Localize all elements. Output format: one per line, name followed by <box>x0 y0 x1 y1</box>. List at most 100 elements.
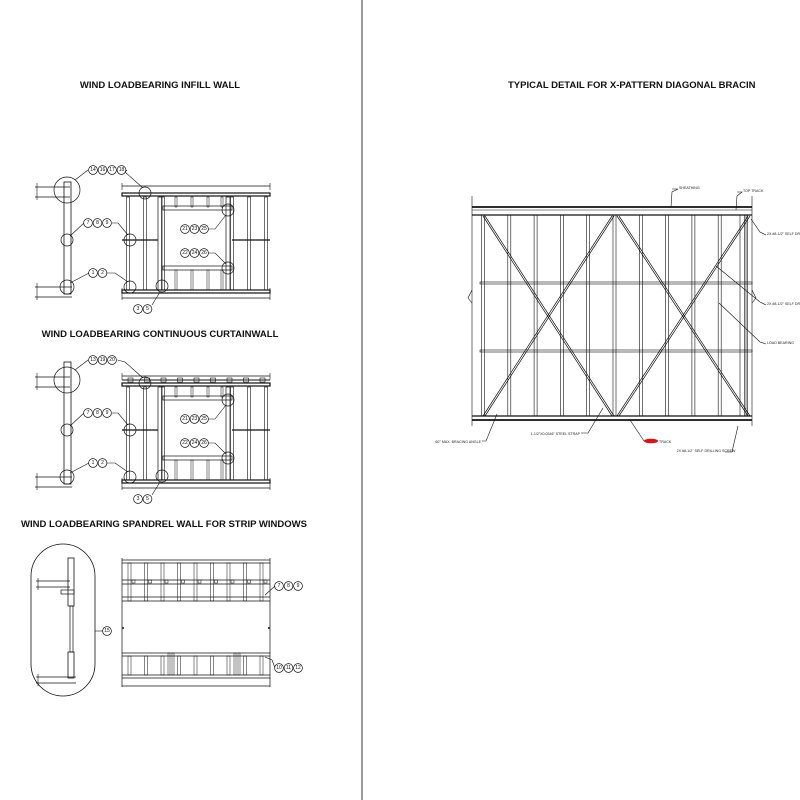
stud <box>127 655 132 676</box>
callout-number: 7 <box>87 220 90 226</box>
bottom-connection-circle <box>59 279 75 295</box>
callout-bubble <box>92 408 103 418</box>
mid-connection-circle <box>60 423 74 437</box>
spandrel-detail-oval <box>30 543 96 697</box>
top-track <box>121 192 271 197</box>
callout-number: 2 <box>101 270 104 276</box>
callout-number: 26 <box>201 250 207 256</box>
callout-bubble <box>92 218 103 228</box>
leader-line <box>151 291 161 306</box>
leader-line <box>208 252 227 265</box>
callout-bubble <box>102 408 112 418</box>
stud <box>247 386 251 481</box>
cripple-stud <box>206 386 210 398</box>
screw-label-mid: 2X #8-1/2" SELF DRILLING SCREW <box>767 302 800 306</box>
leader-line <box>718 302 767 345</box>
cripple-stud <box>220 459 224 481</box>
callout-number: 15 <box>104 628 110 634</box>
leader-line <box>69 272 90 284</box>
clip <box>263 579 268 584</box>
callout-number: 5 <box>146 496 149 502</box>
callout-bubble <box>97 268 108 278</box>
callout-number: 25 <box>201 416 207 422</box>
callout-number: 22 <box>182 250 188 256</box>
leader-line <box>151 481 161 496</box>
callout-bubble <box>133 494 143 504</box>
leader-line <box>670 188 679 208</box>
callout-number: 9 <box>106 220 109 226</box>
window-mullion <box>69 605 74 653</box>
sheathing-label: SHEATHING <box>679 186 700 190</box>
window-header <box>162 395 233 401</box>
cripple-stud <box>174 386 178 398</box>
callout-bubble <box>88 355 98 365</box>
stud <box>127 562 132 602</box>
detail-circle <box>123 470 137 484</box>
jamb-stud <box>157 196 163 291</box>
callout-number: 21 <box>182 416 188 422</box>
callout-number: 3 <box>137 306 140 312</box>
callout-bubble <box>97 355 108 365</box>
stud <box>226 655 231 676</box>
clip <box>197 579 202 584</box>
callout-number: 10 <box>276 665 282 671</box>
jamb <box>171 652 175 676</box>
callout-number: 24 <box>192 250 198 256</box>
detail-circle <box>123 423 137 437</box>
detail-circle <box>155 469 169 483</box>
callout-bubble <box>180 414 190 424</box>
callout-bubble <box>180 224 190 234</box>
clip-angle <box>177 377 183 383</box>
detail-circle <box>221 451 235 465</box>
stud <box>259 655 264 676</box>
stud <box>177 562 181 602</box>
cripple-stud <box>190 459 194 481</box>
callout-bubble <box>97 458 108 468</box>
callout-number: 23 <box>192 226 198 232</box>
stud <box>193 655 198 676</box>
stud <box>247 196 251 291</box>
callout-number: 25 <box>201 226 207 232</box>
leader-line <box>69 412 85 427</box>
callout-bubble <box>97 165 108 175</box>
bottom-connection-circle <box>59 469 75 485</box>
cripple-stud <box>206 459 210 481</box>
stud <box>481 214 485 417</box>
detail-circle <box>138 376 152 390</box>
leader-line <box>629 419 645 442</box>
callout-bubble <box>142 304 153 314</box>
cripple-stud <box>206 196 210 208</box>
callout-number: 24 <box>192 440 198 446</box>
jamb-stud <box>225 196 231 291</box>
leader-line <box>74 169 89 181</box>
leader-line <box>112 412 129 426</box>
leader-line <box>725 425 739 453</box>
spandrel-side-stud <box>67 557 75 607</box>
leader-line <box>112 222 129 236</box>
clip-angle <box>160 377 167 383</box>
callout-number: 8 <box>287 583 290 589</box>
stud <box>243 655 247 676</box>
callout-number: 3 <box>137 496 140 502</box>
callout-bubble <box>102 218 112 228</box>
jamb <box>233 652 237 676</box>
steel-strap-label: 1-1/2"X0.0346" STEEL STRAP <box>531 432 581 436</box>
leader-line <box>107 272 129 283</box>
callout-bubble <box>116 165 127 175</box>
stud <box>665 214 669 417</box>
callout-number: 22 <box>182 440 188 446</box>
callout-bubble <box>189 248 200 258</box>
clip <box>164 579 169 584</box>
infill-wall-title: WIND LOADBEARING INFILL WALL <box>80 80 240 91</box>
callout-bubble <box>189 438 200 448</box>
callout-number: 12 <box>295 665 301 671</box>
line <box>467 297 473 304</box>
stud <box>691 214 696 417</box>
stud <box>717 214 722 417</box>
steel-strap <box>484 215 615 417</box>
screw-label-top: 2X #8-1/2" SELF DRILLING SCREW <box>767 232 800 236</box>
callout-bubble <box>293 663 303 673</box>
stud <box>210 655 214 676</box>
callout-number: 21 <box>182 226 188 232</box>
leader-line <box>69 222 85 237</box>
